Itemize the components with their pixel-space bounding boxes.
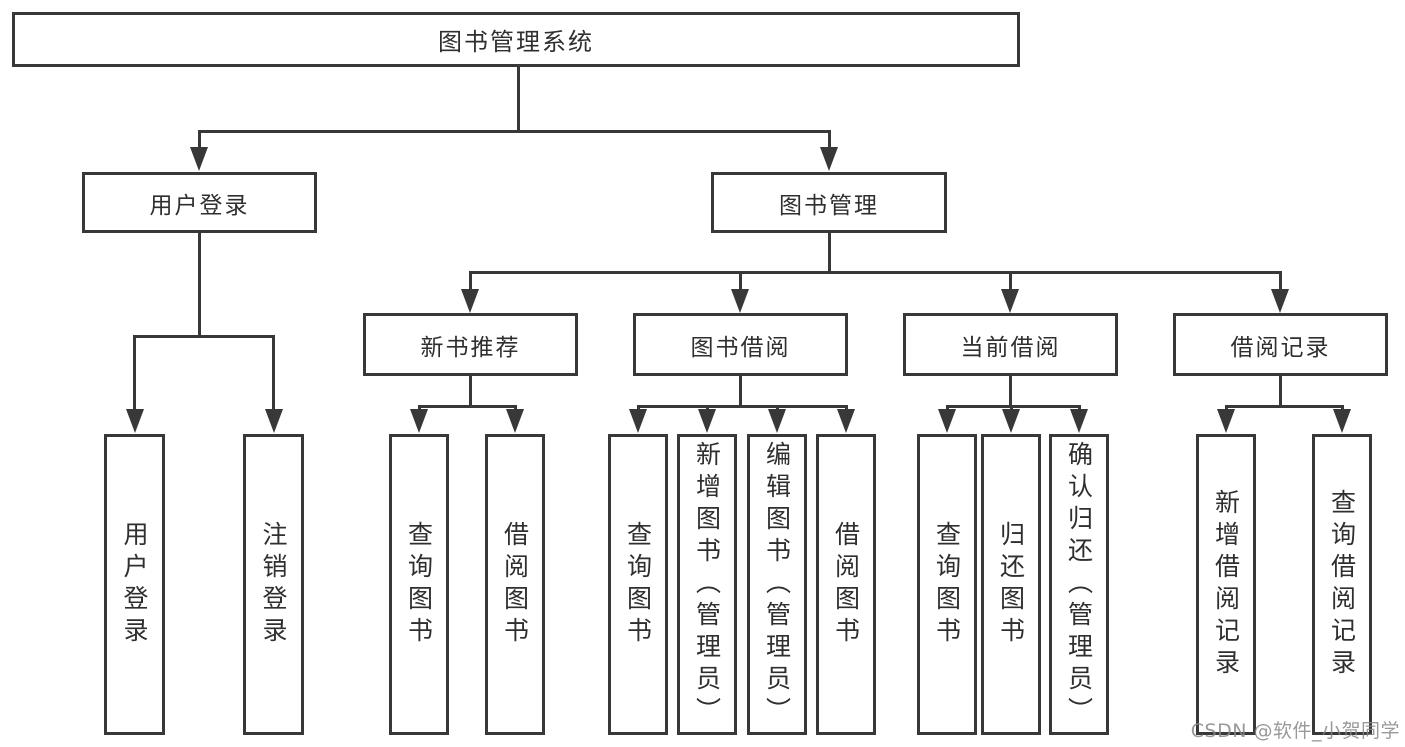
arrow-to-bb-borrow xyxy=(837,409,855,433)
connector-current-borrow-hline xyxy=(946,405,1081,408)
connector-current-borrow-trunk xyxy=(1009,374,1012,407)
leaf-borrow-add-books-admin: 新增图书（管理员） xyxy=(677,434,737,735)
leaf-new-book-query-books-label: 查询图书 xyxy=(404,520,434,649)
node-borrowing-records: 借阅记录 xyxy=(1173,313,1388,376)
leaf-record-add-borrow-record-label: 新增借阅记录 xyxy=(1211,488,1241,681)
leaf-borrow-edit-books-admin-label: 编辑图书（管理员） xyxy=(762,440,792,729)
arrow-to-borrow-record xyxy=(1271,289,1289,313)
leaf-new-book-query-books: 查询图书 xyxy=(389,434,449,735)
leaf-current-confirm-return-admin-label: 确认归还（管理员） xyxy=(1064,440,1094,729)
leaf-record-query-borrow-record-label: 查询借阅记录 xyxy=(1327,488,1357,681)
node-user-login-label: 用户登录 xyxy=(149,192,250,219)
arrow-to-current-borrow xyxy=(1001,289,1019,313)
leaf-new-book-borrow-books: 借阅图书 xyxy=(485,434,545,735)
connector-borrow-record-trunk xyxy=(1279,374,1282,407)
leaf-record-add-borrow-record: 新增借阅记录 xyxy=(1196,434,1256,735)
connector-book-borrow-hline xyxy=(637,405,848,408)
connector-stub-book-mgmt xyxy=(828,130,831,150)
node-user-login: 用户登录 xyxy=(82,172,317,233)
arrow-to-cb-return xyxy=(1002,409,1020,433)
connector-stub-borrow-record xyxy=(1279,271,1282,293)
connector-stub-leaf-logout xyxy=(272,335,275,411)
connector-book-mgmt-hline xyxy=(469,271,1282,274)
leaf-current-query-books-label: 查询图书 xyxy=(932,520,962,649)
connector-new-book-hline xyxy=(418,405,517,408)
node-book-management-label: 图书管理 xyxy=(779,192,879,219)
arrow-to-book-borrow xyxy=(731,289,749,313)
arrow-to-br-add xyxy=(1217,409,1235,433)
connector-stub-new-book xyxy=(469,271,472,293)
node-current-borrowing: 当前借阅 xyxy=(903,313,1118,376)
arrow-to-nb-borrow xyxy=(506,409,524,433)
node-library-system: 图书管理系统 xyxy=(12,12,1020,67)
leaf-user-login: 用户登录 xyxy=(104,434,165,735)
connector-user-login-hline xyxy=(133,335,275,338)
leaf-current-return-books-label: 归还图书 xyxy=(996,520,1026,649)
leaf-borrow-borrow-books: 借阅图书 xyxy=(816,434,876,735)
arrow-to-leaf-logout xyxy=(265,409,283,433)
arrow-to-cb-query xyxy=(938,409,956,433)
leaf-current-query-books: 查询图书 xyxy=(917,434,977,735)
arrow-to-book-mgmt xyxy=(820,147,838,171)
leaf-current-confirm-return-admin: 确认归还（管理员） xyxy=(1049,434,1109,735)
connector-stub-current-borrow xyxy=(1009,271,1012,293)
connector-stub-leaf-login xyxy=(133,335,136,411)
arrow-to-leaf-login xyxy=(126,409,144,433)
connector-stub-user-login xyxy=(198,130,201,150)
node-new-book-recommendation: 新书推荐 xyxy=(363,313,578,376)
node-book-borrowing-label: 图书借阅 xyxy=(690,334,791,361)
connector-root-trunk xyxy=(517,65,520,133)
arrow-to-new-book xyxy=(461,289,479,313)
connector-borrow-record-hline xyxy=(1225,405,1344,408)
leaf-borrow-query-books: 查询图书 xyxy=(608,434,668,735)
arrow-to-user-login xyxy=(190,147,208,171)
node-book-borrowing: 图书借阅 xyxy=(633,313,848,376)
arrow-to-bb-query xyxy=(629,409,647,433)
leaf-logout: 注销登录 xyxy=(243,434,304,735)
leaf-user-login-label: 用户登录 xyxy=(120,520,149,649)
leaf-record-query-borrow-record: 查询借阅记录 xyxy=(1312,434,1372,735)
connector-book-mgmt-trunk xyxy=(828,232,831,274)
leaf-borrow-edit-books-admin: 编辑图书（管理员） xyxy=(747,434,807,735)
arrow-to-nb-query xyxy=(410,409,428,433)
arrow-to-bb-add xyxy=(698,409,716,433)
leaf-current-return-books: 归还图书 xyxy=(981,434,1041,735)
connector-root-hline xyxy=(198,130,831,133)
connector-book-borrow-trunk xyxy=(739,374,742,407)
connector-new-book-trunk xyxy=(469,374,472,407)
arrow-to-br-query xyxy=(1333,409,1351,433)
watermark-text: CSDN @软件_小贺同学 xyxy=(1190,720,1400,742)
leaf-new-book-borrow-books-label: 借阅图书 xyxy=(500,520,530,649)
arrow-to-bb-edit xyxy=(768,409,786,433)
leaf-borrow-borrow-books-label: 借阅图书 xyxy=(831,520,861,649)
node-new-book-recommendation-label: 新书推荐 xyxy=(420,334,521,361)
leaf-logout-label: 注销登录 xyxy=(259,520,288,649)
connector-stub-book-borrow xyxy=(739,271,742,293)
node-borrowing-records-label: 借阅记录 xyxy=(1230,334,1331,361)
node-library-system-label: 图书管理系统 xyxy=(438,28,594,56)
leaf-borrow-query-books-label: 查询图书 xyxy=(623,520,653,649)
leaf-borrow-add-books-admin-label: 新增图书（管理员） xyxy=(692,440,722,729)
connector-user-login-trunk xyxy=(198,232,201,337)
node-book-management: 图书管理 xyxy=(711,172,947,233)
arrow-to-cb-confirm xyxy=(1070,409,1088,433)
node-current-borrowing-label: 当前借阅 xyxy=(960,334,1061,361)
